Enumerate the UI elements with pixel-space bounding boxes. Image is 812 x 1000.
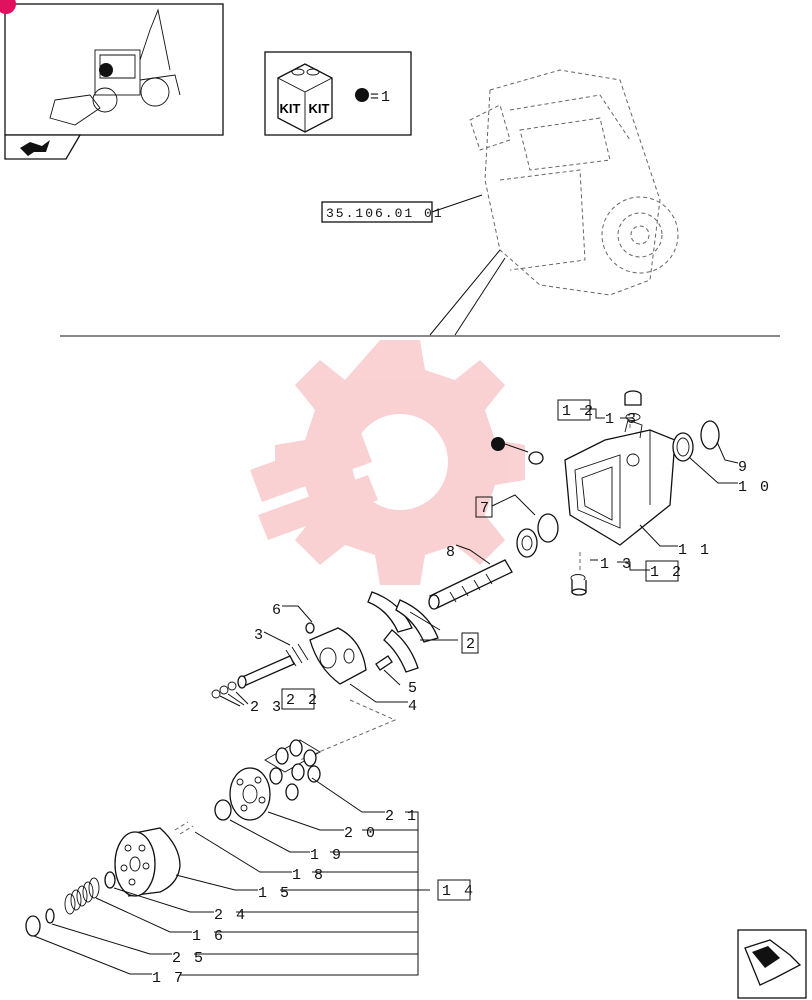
- group-bracket: [180, 811, 430, 976]
- callout-c1: 1 2: [562, 403, 595, 420]
- callout-c17: 2 1: [385, 808, 418, 825]
- callout-c26: 1 7: [152, 970, 185, 987]
- kit-left-label: KIT: [280, 101, 301, 116]
- machine-thumbnail[interactable]: [0, 0, 224, 160]
- port-plate: [309, 627, 367, 685]
- reference-code-box[interactable]: 35.106.01 01: [321, 194, 483, 223]
- o-ring: [528, 451, 544, 465]
- shaft-seal: [672, 432, 694, 462]
- next-page-button[interactable]: [737, 929, 807, 999]
- callout-c7: 1 1: [678, 542, 711, 559]
- cylinder-block: [114, 827, 181, 897]
- kit-legend-value: =1: [370, 89, 392, 106]
- callout-c24: 1 6: [192, 928, 225, 945]
- backhoe-loader-icon: [49, 8, 181, 126]
- pump-housing: [564, 419, 676, 546]
- kit-legend: KIT KIT =1: [264, 51, 412, 136]
- dowel-pin: [375, 655, 393, 671]
- plug-bottom: [570, 574, 587, 596]
- kit-dot-icon: [355, 88, 369, 102]
- pump-assembly-reference: [469, 69, 679, 296]
- callout-c11: 3: [254, 627, 265, 644]
- callout-c19: 1 9: [310, 847, 343, 864]
- plug-top: [624, 390, 642, 421]
- callout-c8: 1 3: [600, 556, 633, 573]
- pistons: [264, 739, 321, 801]
- callout-c16: 4: [408, 698, 419, 715]
- spring: [64, 877, 100, 915]
- callout-c3: 9: [738, 459, 749, 476]
- callout-c18: 2 0: [344, 825, 377, 842]
- o-rings-small: [211, 681, 237, 699]
- callout-c4: 1 0: [738, 479, 771, 496]
- retainer-plate: [229, 767, 271, 821]
- callout-c12: 2: [466, 636, 477, 653]
- callout-c9: 1 2: [650, 564, 683, 581]
- callout-c21: 1 5: [258, 885, 291, 902]
- callout-c20: 1 8: [292, 867, 325, 884]
- drive-shaft: [428, 559, 513, 610]
- callout-c23: 2 4: [214, 907, 247, 924]
- swash-plates: [367, 591, 439, 673]
- spring-washer: [45, 908, 55, 924]
- callout-box-c5: [475, 496, 493, 518]
- callout-box-c1: [557, 399, 591, 421]
- corner-marker-icon: [0, 0, 16, 14]
- pin: [305, 622, 315, 634]
- spring-adjuster: [237, 643, 309, 689]
- callout-c5: 7: [480, 500, 491, 517]
- callout-c6: 8: [446, 544, 457, 561]
- retaining-ring: [25, 915, 41, 937]
- kit-part-dot-icon: [491, 437, 505, 451]
- spherical-bushing: [214, 799, 232, 821]
- callout-c13: 5: [408, 680, 419, 697]
- bearing: [516, 528, 538, 558]
- callout-box-c12: [461, 632, 479, 654]
- reference-code: 35.106.01 01: [326, 206, 444, 221]
- snap-ring: [700, 420, 720, 450]
- washer: [104, 871, 116, 889]
- callout-c15: 2 2: [286, 692, 319, 709]
- callout-c10: 6: [272, 602, 283, 619]
- leader-lines: [33, 408, 739, 975]
- callout-c14: 2 3: [250, 699, 283, 716]
- callout-box-c15: [281, 688, 315, 710]
- callout-box-c22: [437, 879, 471, 901]
- bearing-ring: [537, 513, 559, 543]
- watermark-logo: [250, 340, 525, 585]
- callout-c25: 2 5: [172, 950, 205, 967]
- kit-right-label: KIT: [309, 101, 330, 116]
- callout-c2: 1 3: [605, 411, 638, 428]
- nav-arrow-icon: [20, 140, 50, 156]
- callout-c22: 1 4: [442, 883, 475, 900]
- callout-box-c9: [645, 560, 679, 582]
